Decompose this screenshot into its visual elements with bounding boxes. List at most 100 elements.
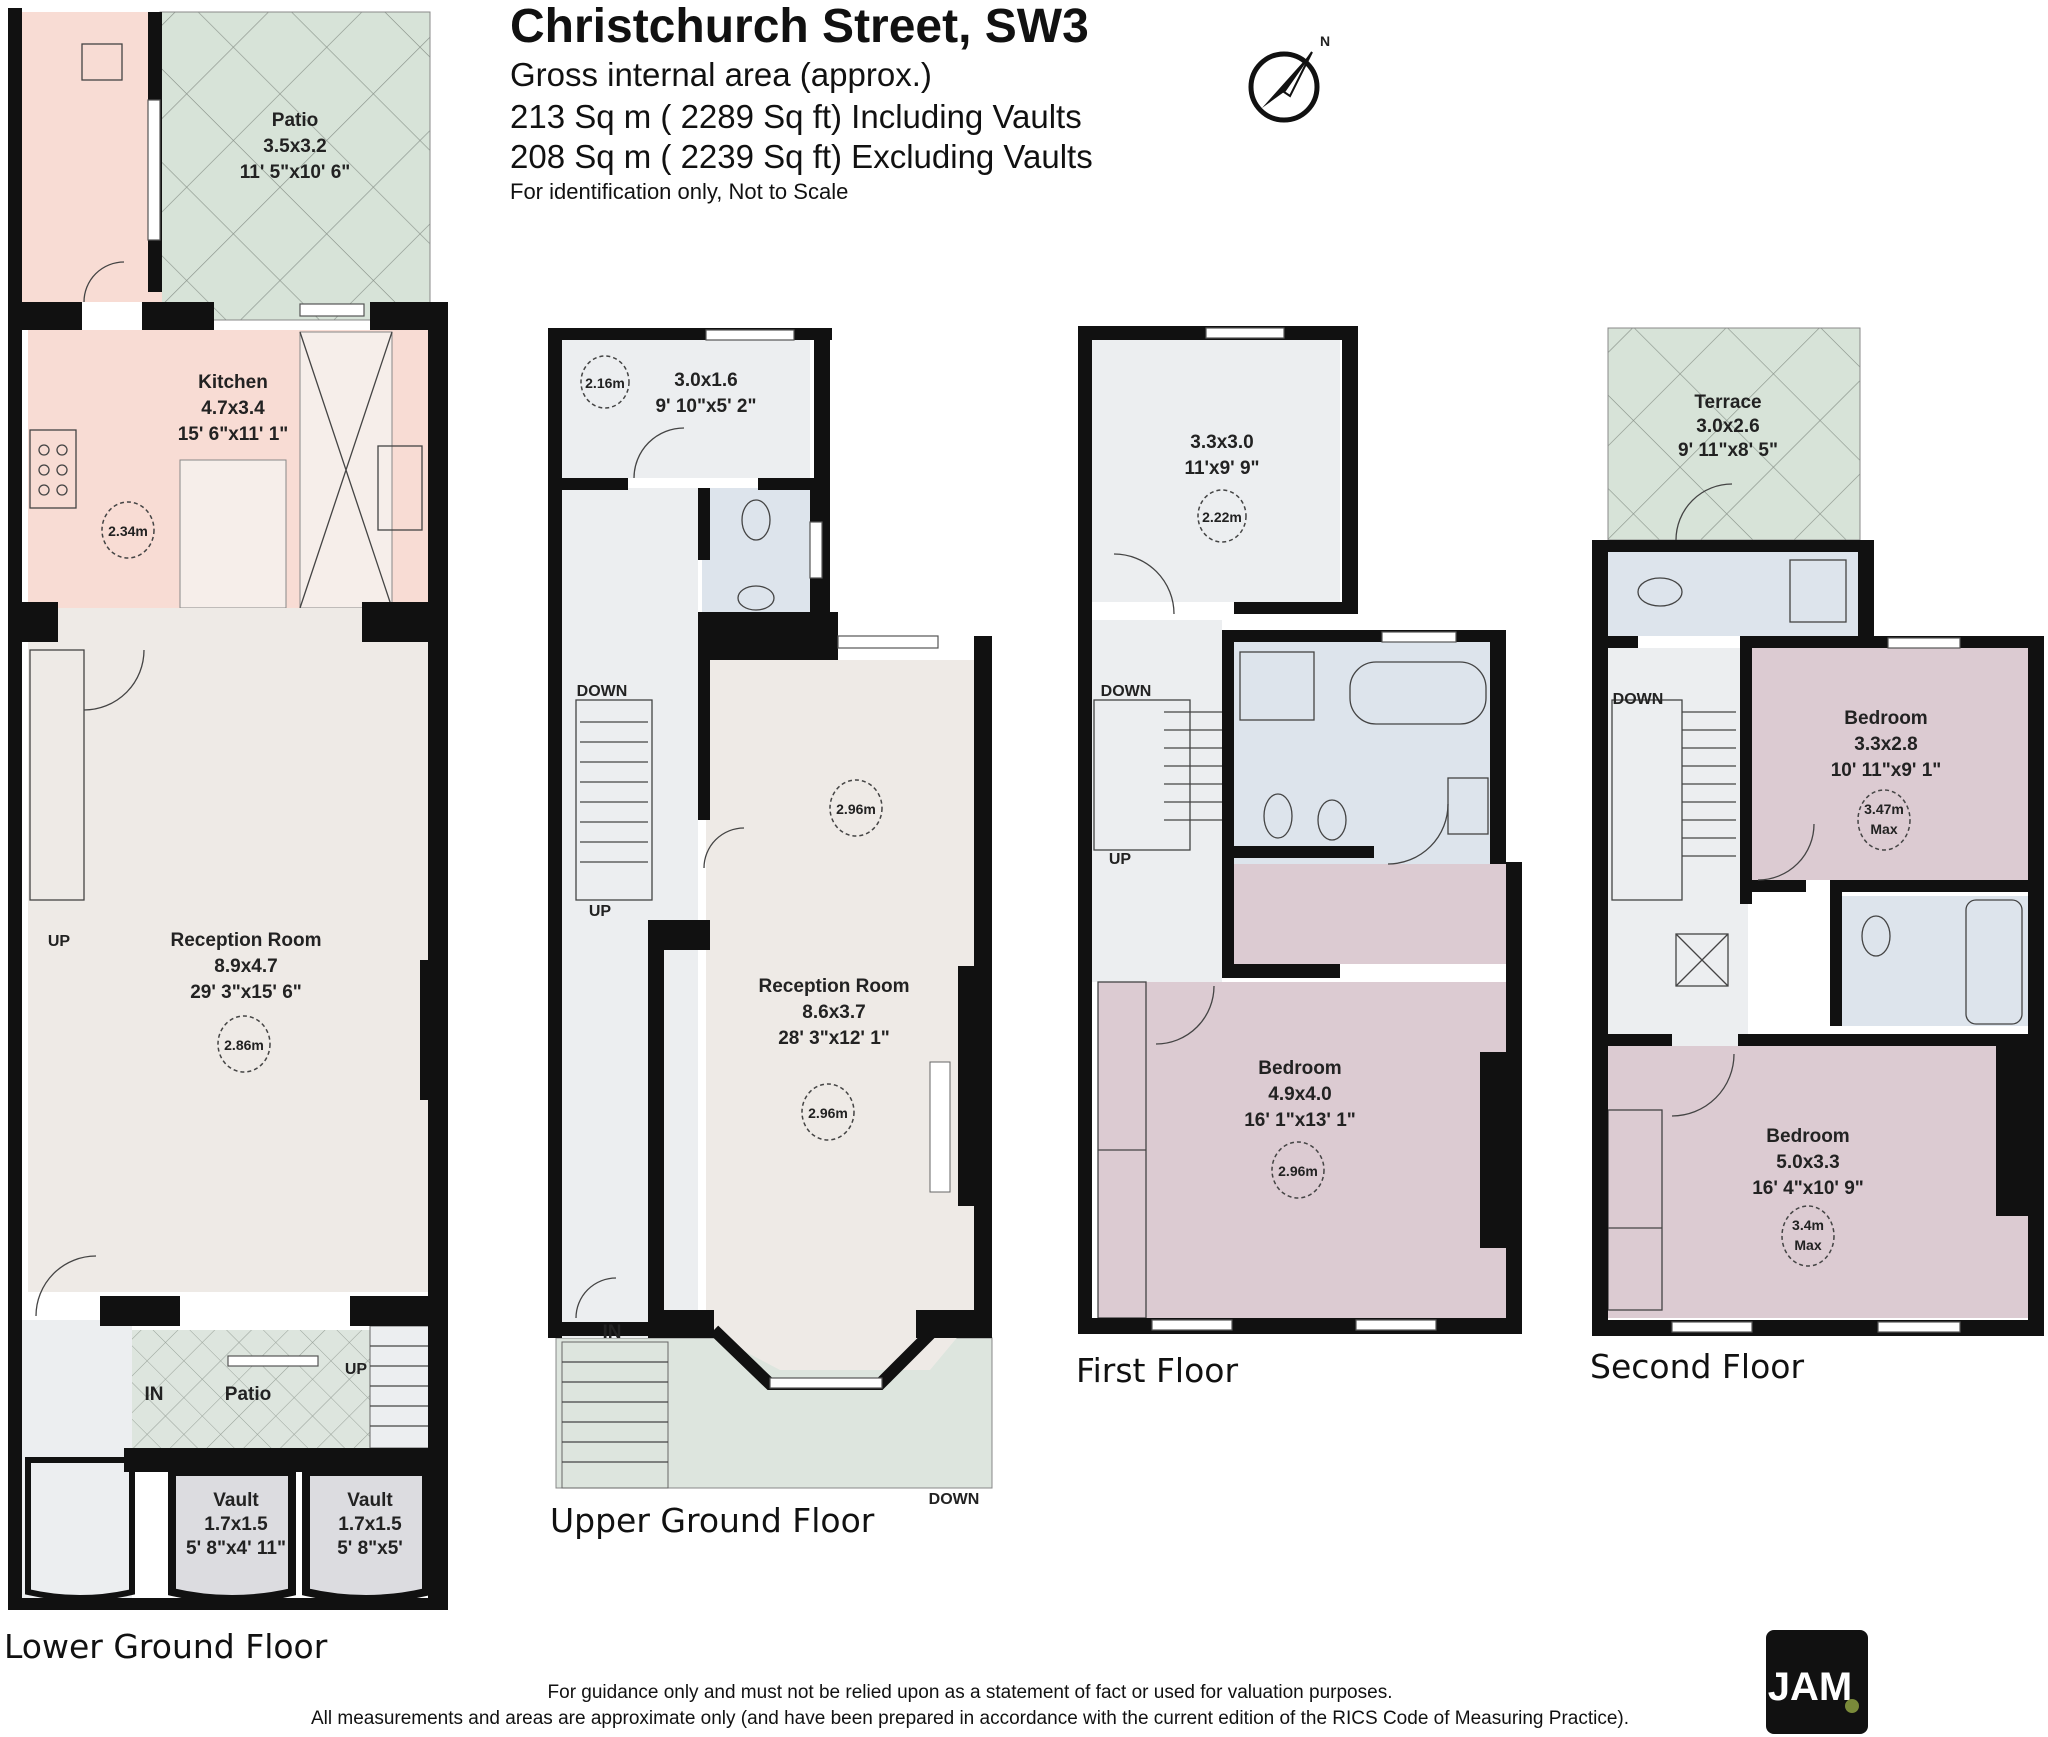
lg-stair-up-label: UP [48,933,71,950]
ff-stair-down-label: DOWN [1101,683,1152,700]
ff-stair [1093,699,1191,851]
basin-icon [737,585,775,611]
lower-ground-floor-label: Lower Ground Floor [4,1627,328,1666]
sf-landing [1606,648,1748,1048]
ff-landing [1090,620,1222,982]
sf-en-suite [1842,896,2028,1026]
ceiling-height-marker [1857,789,1911,851]
shower-icon [1239,651,1315,721]
sf-bedroom-rear-name: Bedroom [1844,708,1927,729]
ff-bedroom [1098,982,1506,1318]
first-floor: 3.3x3.0 11'x9' 9" 2.22m DOWN UP Bedroom … [1076,326,1522,1390]
ff-rear-room [1090,340,1340,602]
ceiling-height-marker [101,501,155,559]
lg-vault-2-metric: 1.7x1.5 [338,1514,402,1535]
sf-terrace-metric: 3.0x2.6 [1696,416,1759,437]
ceiling-height-marker [1271,1141,1325,1199]
lg-kitchen-metric: 4.7x3.4 [201,398,265,419]
north-label: N [1320,33,1330,49]
lg-front-patio-name: Patio [225,1384,271,1405]
upper-ground-floor: 2.16m 3.0x1.6 9' 10"x5' 2" DOWN UP IN DO… [548,328,993,1540]
ff-bathroom [1234,642,1490,864]
fireplace [929,1061,951,1193]
ug-reception-imperial: 28' 3"x12' 1" [778,1028,890,1049]
lg-vault-2-name: Vault [347,1490,393,1511]
ug-reception-height-rear: 2.96m [836,801,876,817]
sf-shower-room [1606,552,1862,636]
lg-reception-stair [29,649,85,901]
sf-bedroom-front-height-note: Max [1794,1237,1821,1253]
ceiling-height-marker [1781,1205,1835,1267]
ceiling-height-marker [829,779,883,837]
north-arrow-icon: N [1248,33,1330,123]
shower-icon [1789,559,1847,623]
sf-bedroom-front-name: Bedroom [1766,1126,1849,1147]
ug-reception-metric: 8.6x3.7 [802,1002,865,1023]
ff-rear-room-imperial: 11'x9' 9" [1184,458,1259,479]
lg-reception-metric: 8.9x4.7 [214,956,277,977]
ug-reception-height-front: 2.96m [808,1105,848,1121]
ug-entrance-steps [561,1341,669,1489]
ff-bedroom-imperial: 16' 1"x13' 1" [1244,1110,1356,1131]
lg-reception-room [28,608,428,1292]
lg-entrance-label: IN [145,1384,164,1405]
ff-rear-room-metric: 3.3x3.0 [1190,432,1253,453]
ceiling-height-marker [801,1083,855,1141]
plan-title: Christchurch Street, SW3 [510,0,1089,53]
bidet-icon [1317,799,1347,841]
sf-bedroom-front [1606,1046,2036,1318]
lg-patio-metric: 3.5x3.2 [263,136,326,157]
hob-icon [29,429,77,509]
ug-rear-room [562,340,810,478]
ff-rear-room-height: 2.22m [1202,509,1242,525]
ug-rear-room-imperial: 9' 10"x5' 2" [655,396,756,417]
toilet-icon [1637,577,1683,607]
lg-vault-1-name: Vault [213,1490,259,1511]
lg-patio-area [159,11,431,321]
ug-entrance-label: IN [603,1322,622,1343]
lg-patio-name: Patio [272,110,318,131]
sf-terrace [1607,327,1861,541]
ceiling-height-marker [217,1015,271,1073]
bath-icon [1349,661,1487,725]
lg-front-store [25,1457,135,1601]
lg-utility-room [22,12,162,302]
ceiling-height-marker [1197,489,1247,543]
toilet-icon [741,499,771,541]
ceiling-height-marker [580,355,630,409]
sf-bedroom-rear-metric: 3.3x2.8 [1854,734,1917,755]
sf-bedroom-rear-imperial: 10' 11"x9' 1" [1831,760,1942,781]
ff-dressing-area [1234,864,1506,964]
lg-reception-height: 2.86m [224,1037,264,1053]
lg-kitchen-name: Kitchen [198,372,268,393]
ug-rear-room-height: 2.16m [585,375,625,391]
toilet-icon [1263,793,1293,839]
ug-stair [575,699,653,901]
first-floor-label: First Floor [1076,1351,1238,1390]
utility-sink-icon [81,43,123,81]
ug-rear-room-metric: 3.0x1.6 [674,370,737,391]
jam-logo: JAM [1766,1630,1868,1734]
toilet-icon [1861,915,1891,957]
sf-bedroom-rear-height: 3.47m [1864,801,1904,817]
kitchen-sink-icon [377,445,423,531]
identification-note: For identification only, Not to Scale [510,179,848,204]
kitchen-island [179,459,287,609]
lg-front-steps [369,1325,433,1449]
sf-terrace-imperial: 9' 11"x8' 5" [1678,440,1778,461]
sf-skylight [1675,933,1729,987]
lg-reception-imperial: 29' 3"x15' 6" [190,982,302,1003]
ff-bedroom-height: 2.96m [1278,1163,1318,1179]
second-floor: Terrace 3.0x2.6 9' 11"x8' 5" DOWN Bedroo… [1590,327,2044,1386]
lg-vault-2-imperial: 5' 8"x5' [337,1538,403,1559]
sf-bedroom-front-metric: 5.0x3.3 [1776,1152,1839,1173]
area-excluding-vaults: 208 Sq m ( 2239 Sq ft) Excluding Vaults [510,138,1093,175]
second-floor-label: Second Floor [1590,1347,1804,1386]
footer-disclaimer-line-1: For guidance only and must not be relied… [548,1682,1393,1703]
area-subtitle: Gross internal area (approx.) [510,56,932,93]
ug-hall [562,488,698,1338]
ug-stair-down-label: DOWN [577,683,628,700]
sf-stair-down-label: DOWN [1613,691,1664,708]
lg-reception-name: Reception Room [171,930,322,951]
